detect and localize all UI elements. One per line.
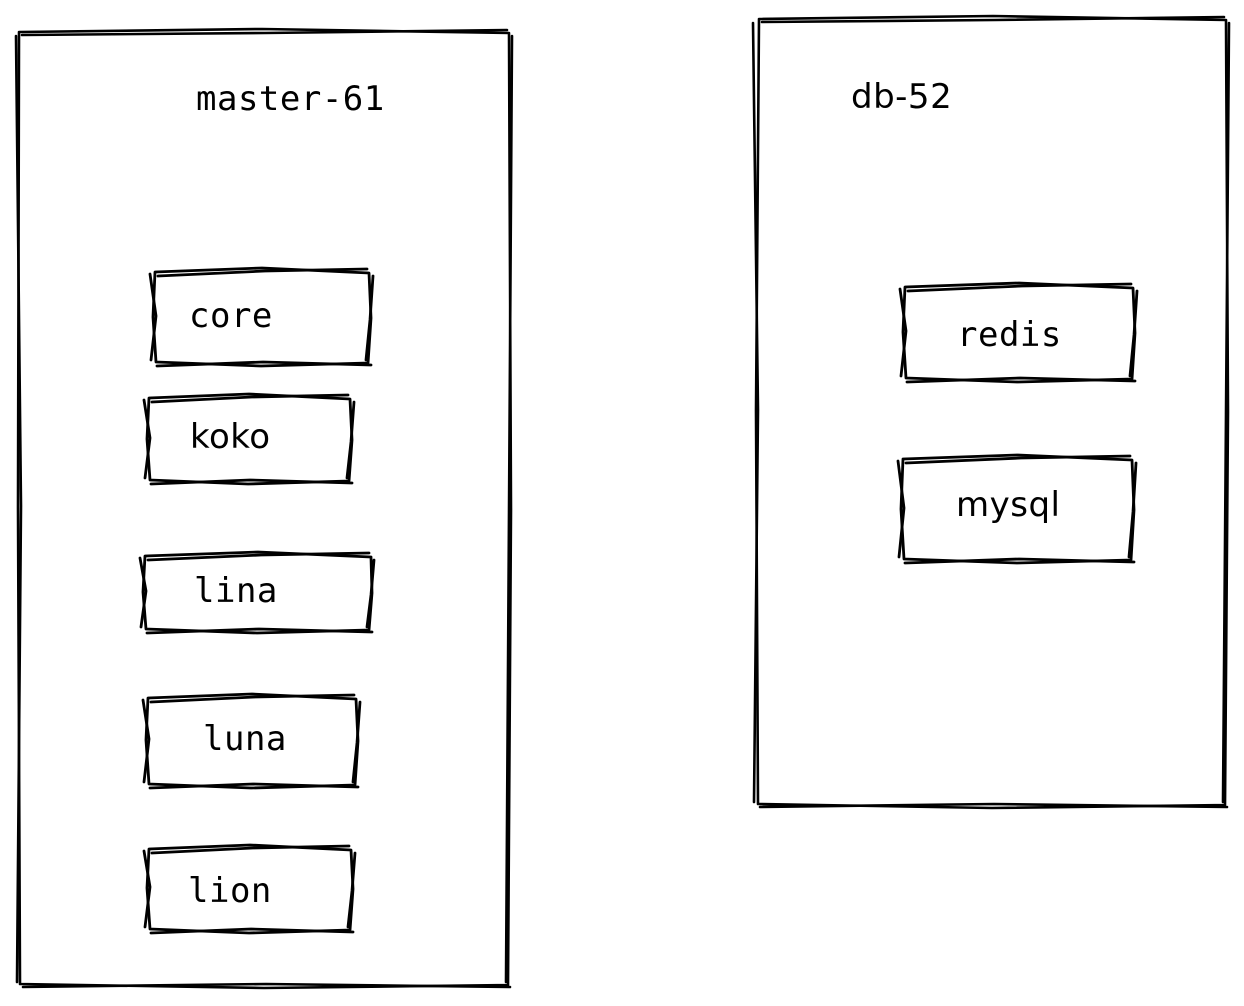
node-label-core: core <box>189 296 273 336</box>
node-label-lion: lion <box>188 871 272 911</box>
node-label-koko: koko <box>190 417 271 457</box>
node-label-lina: lina <box>194 571 278 611</box>
node-label-redis: redis <box>957 315 1062 355</box>
node-label-mysql: mysql <box>956 485 1061 525</box>
group-title-db-52: db-52 <box>851 77 953 117</box>
group-db-52[interactable] <box>757 17 1227 806</box>
node-label-luna: luna <box>203 719 287 759</box>
group-title-master-61: master-61 <box>196 79 385 119</box>
